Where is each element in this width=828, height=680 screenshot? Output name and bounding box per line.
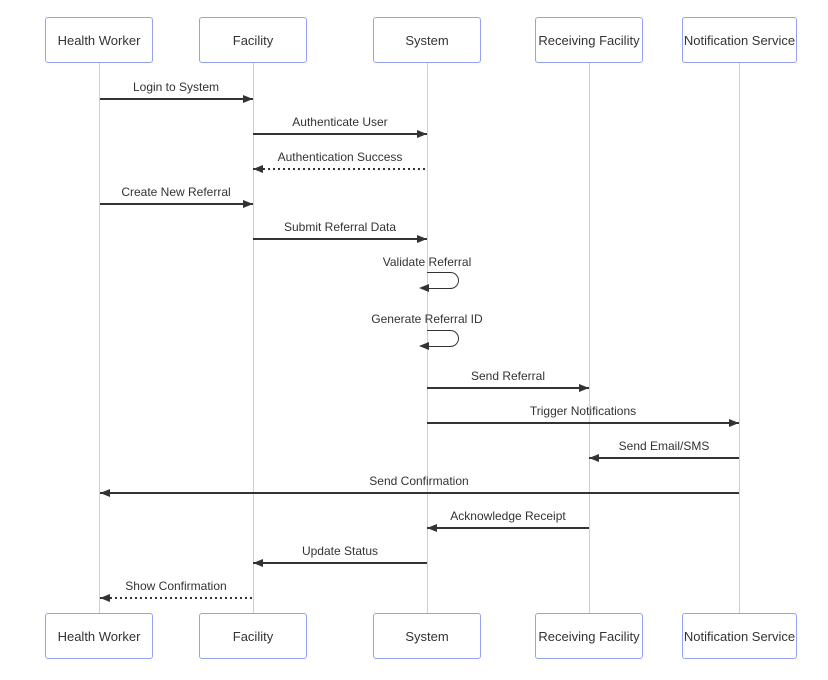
arrowhead-trigger-notifications	[729, 419, 739, 427]
self-loop-generate-referral-id	[427, 330, 459, 347]
message-label-trigger-notifications: Trigger Notifications	[529, 404, 637, 418]
actor-top-health-worker: Health Worker	[45, 17, 153, 63]
arrowhead-create-new-referral	[243, 200, 253, 208]
message-label-generate-referral-id: Generate Referral ID	[371, 312, 483, 326]
message-label-send-confirmation: Send Confirmation	[369, 474, 469, 488]
arrowhead-acknowledge-receipt	[427, 524, 437, 532]
actor-bottom-receiving-facility: Receiving Facility	[535, 613, 643, 659]
message-line-send-confirmation	[100, 492, 739, 494]
message-label-send-referral: Send Referral	[470, 369, 546, 383]
arrowhead-submit-referral-data	[417, 235, 427, 243]
message-line-update-status	[253, 562, 427, 564]
message-label-send-email-sms: Send Email/SMS	[618, 439, 710, 453]
arrowhead-validate-referral	[419, 284, 429, 292]
arrowhead-update-status	[253, 559, 263, 567]
arrowhead-authentication-success	[253, 165, 263, 173]
message-line-acknowledge-receipt	[427, 527, 589, 529]
actor-bottom-notification-service: Notification Service	[682, 613, 797, 659]
message-label-submit-referral-data: Submit Referral Data	[283, 220, 397, 234]
actor-top-receiving-facility: Receiving Facility	[535, 17, 643, 63]
message-line-authentication-success	[253, 168, 427, 170]
message-line-login-to-system	[100, 98, 253, 100]
lifeline-facility	[253, 63, 254, 613]
arrowhead-send-referral	[579, 384, 589, 392]
message-line-trigger-notifications	[427, 422, 739, 424]
message-label-validate-referral: Validate Referral	[382, 255, 472, 269]
message-label-authentication-success: Authentication Success	[277, 150, 403, 164]
actor-bottom-health-worker: Health Worker	[45, 613, 153, 659]
lifeline-receiving-facility	[589, 63, 590, 613]
arrowhead-send-confirmation	[100, 489, 110, 497]
self-loop-validate-referral	[427, 272, 459, 289]
actor-top-notification-service: Notification Service	[682, 17, 797, 63]
lifeline-health-worker	[99, 63, 100, 613]
message-line-show-confirmation	[100, 597, 253, 599]
message-label-login-to-system: Login to System	[132, 80, 220, 94]
actor-bottom-facility: Facility	[199, 613, 307, 659]
message-label-create-new-referral: Create New Referral	[121, 185, 231, 199]
arrowhead-generate-referral-id	[419, 342, 429, 350]
message-line-authenticate-user	[253, 133, 427, 135]
actor-top-facility: Facility	[199, 17, 307, 63]
message-label-acknowledge-receipt: Acknowledge Receipt	[450, 509, 566, 523]
message-label-update-status: Update Status	[301, 544, 379, 558]
lifeline-notification-service	[739, 63, 740, 613]
message-line-send-referral	[427, 387, 589, 389]
arrowhead-authenticate-user	[417, 130, 427, 138]
arrowhead-show-confirmation	[100, 594, 110, 602]
actor-top-system: System	[373, 17, 481, 63]
arrowhead-login-to-system	[243, 95, 253, 103]
message-line-submit-referral-data	[253, 238, 427, 240]
message-line-send-email-sms	[589, 457, 739, 459]
message-line-create-new-referral	[100, 203, 253, 205]
message-label-show-confirmation: Show Confirmation	[125, 579, 227, 593]
message-label-authenticate-user: Authenticate User	[292, 115, 388, 129]
arrowhead-send-email-sms	[589, 454, 599, 462]
actor-bottom-system: System	[373, 613, 481, 659]
